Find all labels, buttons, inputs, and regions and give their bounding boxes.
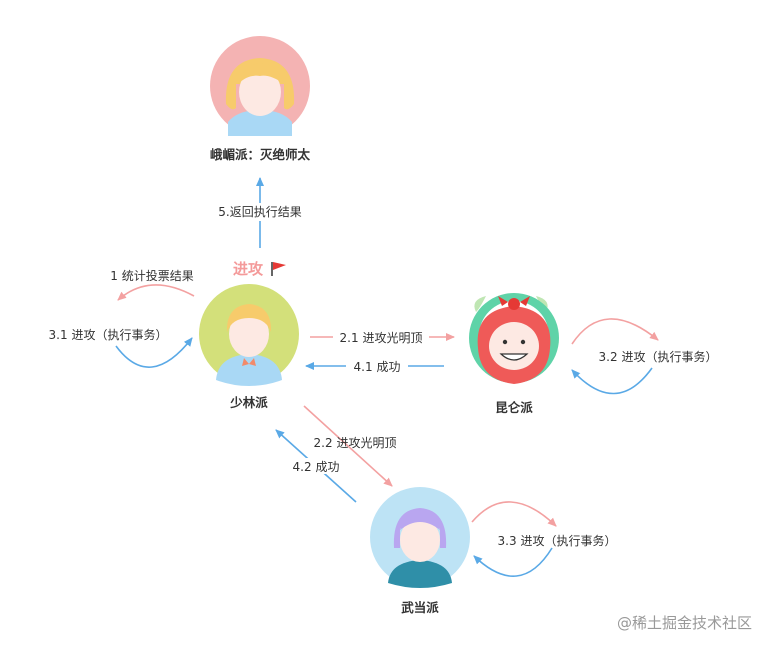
wudang-self-attack-label: 3.3 进攻（执行事务） <box>498 533 617 548</box>
red-flag-icon <box>271 262 286 276</box>
shaolin-self-attack-arrow <box>115 337 193 368</box>
kunlun-self-attack-back-arrow <box>571 367 653 395</box>
count-votes-arrow <box>117 284 195 301</box>
return-result-label-bg <box>214 203 306 221</box>
kunlun-self-attack-label: 3.2 进攻（执行事务） <box>599 349 718 364</box>
kunlun-avatar-icon <box>469 293 559 384</box>
attack-kunlun-label: 2.1 进攻光明顶 <box>340 331 423 345</box>
kunlun-label: 昆仑派 <box>495 400 533 415</box>
shaolin-self-attack-label: 3.1 进攻（执行事务） <box>49 327 168 342</box>
shaolin-avatar-icon <box>199 284 299 386</box>
wudang-self-attack-back-arrow <box>473 547 553 577</box>
return-result-label: 5.返回执行结果 <box>218 205 301 219</box>
wudang-success-label-bg <box>290 458 350 474</box>
emei-label: 峨嵋派：灭绝师太 <box>210 147 311 162</box>
kunlun-success-label-bg <box>346 358 408 374</box>
watermark-text: @稀土掘金技术社区 <box>617 614 752 632</box>
wudang-label: 武当派 <box>401 600 439 615</box>
attack-wudang-label: 2.2 进攻光明顶 <box>314 436 397 450</box>
emei-avatar-icon <box>210 36 310 136</box>
attack-wudang-arrow <box>303 405 393 487</box>
count-votes-label: 1 统计投票结果 <box>110 268 193 283</box>
kunlun-self-attack-out-arrow <box>571 318 659 345</box>
attack-kunlun-label-bg <box>333 329 429 345</box>
kunlun-success-label: 4.1 成功 <box>354 360 401 374</box>
wudang-avatar-icon <box>370 487 470 588</box>
attack-badge: 进攻 <box>233 260 264 278</box>
wudang-self-attack-out-arrow <box>471 501 557 527</box>
shaolin-label: 少林派 <box>229 395 268 410</box>
wudang-success-label: 4.2 成功 <box>293 460 340 474</box>
